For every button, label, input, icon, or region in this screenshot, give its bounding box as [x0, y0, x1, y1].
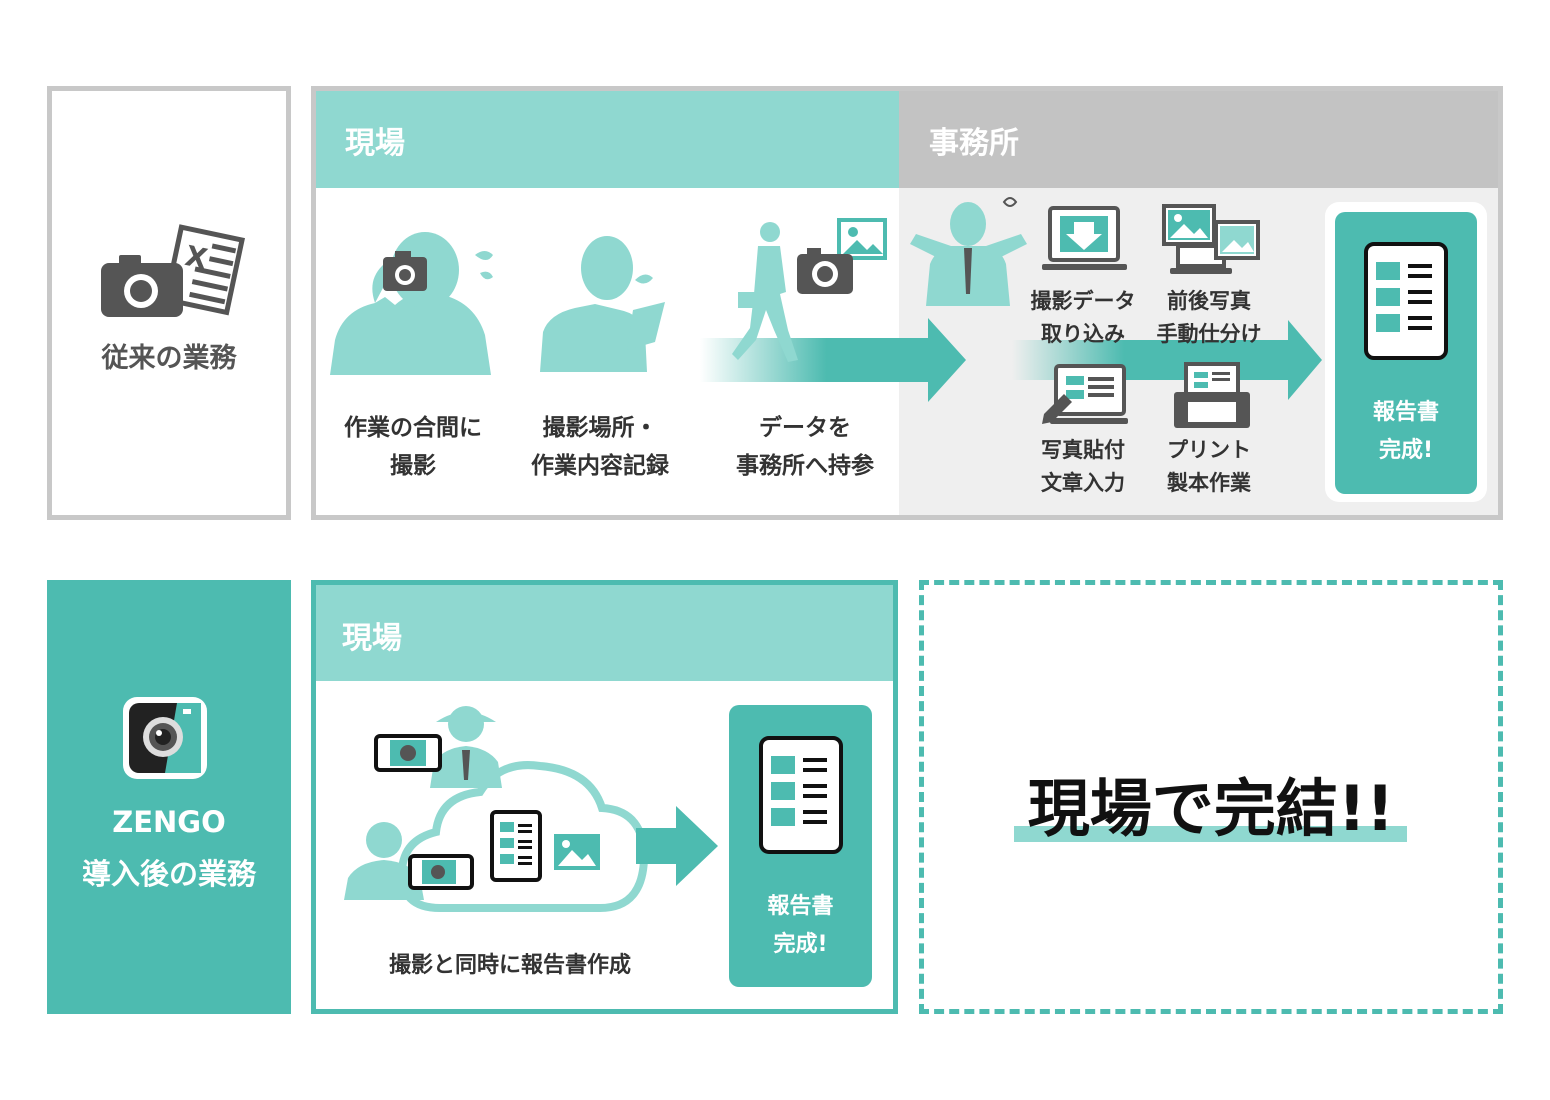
task1-caption-line2: 取り込み [1041, 322, 1125, 346]
slogan-box [919, 580, 1503, 1014]
zengo-result-line2: 完成! [773, 932, 828, 957]
zengo-label-line2: 導入後の業務 [81, 857, 256, 891]
task4-caption-line1: プリント [1167, 438, 1251, 462]
step3-caption-line1: データを [759, 415, 851, 441]
walking-worker-icon [732, 222, 798, 362]
task2-caption-line1: 前後写真 [1167, 289, 1251, 313]
cloud-report-scene [344, 706, 718, 912]
task4-caption-line2: 製本作業 [1167, 471, 1251, 495]
step2-caption-line1: 撮影場所・ [542, 415, 658, 441]
document-edit-icon [1042, 364, 1128, 424]
slogan-text: 現場で完結!! [1027, 772, 1395, 845]
excel-sheet-icon: X [163, 224, 246, 316]
site-header-bar [316, 91, 899, 188]
task1-caption-line1: 撮影データ [1030, 289, 1136, 313]
office-arrow-head [1288, 320, 1322, 400]
task3-caption-line1: 写真貼付 [1041, 438, 1125, 462]
laptop-download-icon [1042, 206, 1127, 270]
legacy-result-line2: 完成! [1378, 438, 1434, 463]
step2-caption-line2: 作業内容記録 [531, 453, 669, 479]
zengo-label-box [47, 580, 291, 1014]
camera-icon [101, 255, 183, 317]
printer-icon [1174, 362, 1250, 428]
legacy-label: 従来の業務 [101, 343, 237, 374]
troubled-worker-icon [910, 197, 1027, 306]
task2-caption-line2: 手動仕分け [1156, 322, 1262, 346]
site-header-label: 現場 [345, 126, 405, 161]
office-header-bar [899, 91, 1498, 188]
camera-excel-icon: X [101, 224, 246, 317]
zengo-caption: 撮影と同時に報告書作成 [388, 953, 631, 978]
before-after-photos-icon [1162, 204, 1260, 274]
office-header-label: 事務所 [929, 126, 1019, 161]
task3-caption-line2: 文章入力 [1041, 471, 1125, 495]
camera-photo-icon [797, 218, 887, 294]
zengo-report-document-icon [759, 736, 843, 854]
slogan-underline [1014, 826, 1407, 842]
step1-caption-line2: 撮影 [390, 453, 436, 479]
zengo-label-line1: ZENGO [112, 805, 226, 839]
legacy-result-line1: 報告書 [1372, 400, 1439, 425]
zengo-app-icon [123, 697, 207, 779]
worker-photographing-icon [330, 232, 493, 375]
step1-caption-line1: 作業の合間に [344, 415, 482, 441]
carry-arrow-head [928, 318, 966, 402]
report-document-icon [1364, 242, 1448, 360]
zengo-site-header-label: 現場 [342, 621, 402, 656]
step3-caption-line2: 事務所へ持参 [736, 453, 874, 479]
zengo-result-line1: 報告書 [767, 894, 834, 919]
zengo-site-header-bar [316, 585, 893, 681]
worker-recording-icon [540, 236, 665, 372]
